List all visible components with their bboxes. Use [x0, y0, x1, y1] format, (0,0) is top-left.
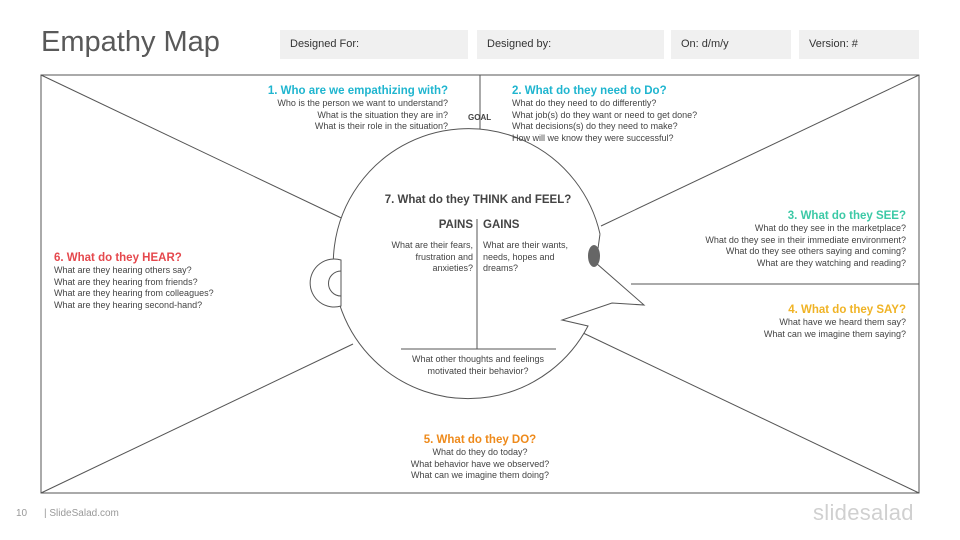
section-see-line: What do they see in the marketplace? — [754, 223, 906, 233]
section-say-line: What can we imagine them saying? — [763, 328, 906, 339]
section-who-heading: 1. Who are we empathizing with? — [267, 85, 448, 97]
diag-top-left — [40, 74, 355, 225]
pains-text: What are their fears, frustration and an… — [380, 240, 473, 275]
section-do-line: What do they do today? — [432, 447, 528, 457]
page-number: 10 — [16, 508, 28, 519]
section-do-need: 2. What do they need to Do? What do they… — [512, 84, 742, 144]
pains-line: What are their fears, — [391, 240, 473, 250]
section-say: 4. What do they SAY? What have we heard … — [720, 303, 906, 340]
pains-line: frustration and — [415, 251, 473, 262]
section-hear-line: What are they hearing others say? — [54, 265, 192, 275]
section-do-line: What behavior have we observed? — [410, 458, 550, 469]
section-hear-heading: 6. What do they HEAR? — [54, 252, 182, 264]
section-need-line: How will we know they were successful? — [512, 132, 674, 143]
gains-line: needs, hopes and — [483, 251, 555, 262]
section-who-line: What is the situation they are in? — [317, 109, 448, 120]
eye — [588, 245, 600, 267]
date-field[interactable]: On: d/m/y — [671, 30, 791, 59]
designed-for-field[interactable]: Designed For: — [280, 30, 468, 59]
section-see-heading: 3. What do they SEE? — [787, 210, 906, 222]
section-do-heading: 5. What do they DO? — [423, 434, 537, 446]
ear-outline — [309, 258, 342, 308]
page-title: Empathy Map — [41, 26, 220, 58]
section-say-line: What have we heard them say? — [779, 317, 906, 327]
other-thoughts-line: What other thoughts and feelings — [411, 354, 545, 364]
gains-line: What are their wants, — [483, 240, 569, 250]
section-do-line: What can we imagine them doing? — [410, 470, 550, 481]
section-say-heading: 4. What do they SAY? — [788, 304, 906, 316]
gains-text: What are their wants, needs, hopes and d… — [483, 240, 573, 275]
gains-line: dreams? — [483, 263, 519, 274]
pains-line: anxieties? — [432, 263, 473, 274]
section-hear-line: What are they hearing second-hand? — [54, 299, 203, 310]
section-need-line: What decisions(s) do they need to make? — [512, 121, 678, 132]
section-see-line: What do they see others saying and comin… — [725, 246, 906, 257]
section-need-line: What job(s) do they want or need to get … — [512, 109, 698, 120]
gains-heading: GAINS — [483, 219, 520, 231]
version-field[interactable]: Version: # — [799, 30, 919, 59]
think-feel-heading: 7. What do they THINK and FEEL? — [384, 194, 572, 206]
section-hear: 6. What do they HEAR? What are they hear… — [54, 251, 254, 311]
goal-label: GOAL — [468, 113, 492, 122]
section-see: 3. What do they SEE? What do they see in… — [680, 209, 906, 269]
section-do: 5. What do they DO? What do they do toda… — [380, 433, 580, 482]
diag-top-right — [600, 74, 920, 227]
footer-site: | SlideSalad.com — [44, 508, 119, 519]
section-who: 1. Who are we empathizing with? Who is t… — [252, 84, 448, 133]
section-see-line: What do they see in their immediate envi… — [705, 234, 906, 245]
pains-heading: PAINS — [438, 219, 473, 231]
section-hear-line: What are they hearing from friends? — [54, 276, 198, 287]
section-hear-line: What are they hearing from colleagues? — [54, 288, 214, 299]
diag-bottom-left — [40, 343, 354, 494]
diag-bottom-right — [580, 331, 920, 494]
section-need-line: What do they need to do differently? — [512, 98, 657, 108]
slidesalad-logo: slidesalad — [813, 500, 914, 525]
other-thoughts-text: What other thoughts and feelings motivat… — [398, 354, 558, 377]
section-who-line: What is their role in the situation? — [314, 121, 448, 132]
section-who-line: Who is the person we want to understand? — [277, 98, 448, 108]
section-see-line: What are they watching and reading? — [756, 257, 906, 268]
other-thoughts-line: motivated their behavior? — [427, 365, 529, 376]
ear-inner — [328, 270, 342, 297]
designed-by-field[interactable]: Designed by: — [477, 30, 664, 59]
section-need-heading: 2. What do they need to Do? — [512, 85, 667, 97]
